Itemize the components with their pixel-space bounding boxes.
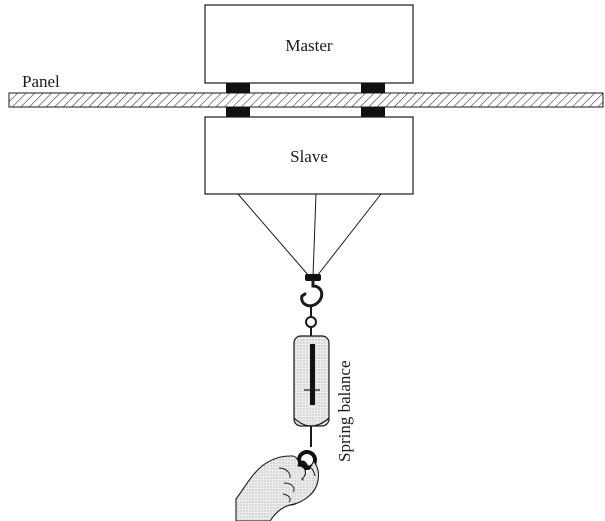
string-knot: [305, 274, 321, 281]
master-label: Master: [285, 36, 333, 55]
suspension-strings: [237, 193, 382, 277]
balance-bottom-ring: [296, 450, 317, 472]
magnet-pads: [226, 83, 385, 117]
pad-lower-right: [361, 107, 385, 117]
spring-balance-label: Spring balance: [335, 361, 354, 463]
hook-icon: [300, 279, 324, 308]
balance-top-ring: [305, 305, 317, 336]
pad-upper-right: [361, 83, 385, 93]
slave-label: Slave: [290, 147, 328, 166]
panel: Panel: [8, 72, 604, 108]
spring-balance: [293, 335, 330, 447]
hand-icon: [235, 455, 319, 521]
slave-block: Slave: [204, 116, 414, 195]
panel-label: Panel: [22, 72, 60, 91]
pad-upper-left: [226, 83, 250, 93]
master-block: Master: [204, 4, 414, 84]
pad-lower-left: [226, 107, 250, 117]
